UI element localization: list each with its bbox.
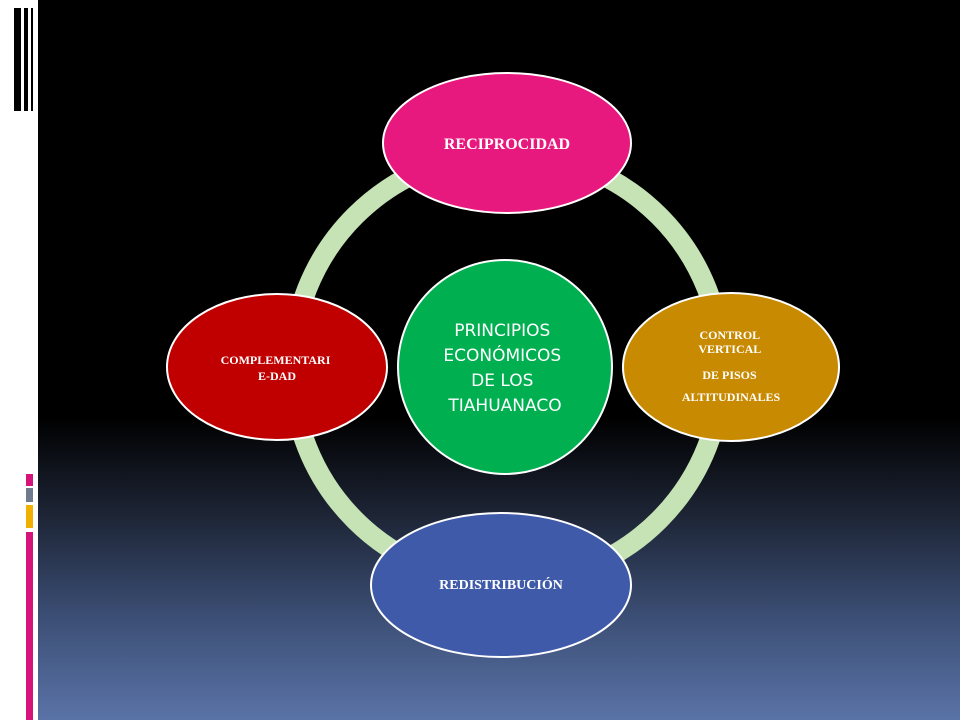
node-bottom-label-line-1: REDISTRIBUCIÓN [439, 576, 563, 593]
center-label-line-2: ECONÓMICOS [443, 344, 561, 366]
center-label: PRINCIPIOS ECONÓMICOS DE LOS TIAHUANACO [443, 321, 566, 416]
node-right-label-line-2: VERTICAL [698, 342, 761, 356]
center-label-line-4: TIAHUANACO [447, 396, 561, 416]
decorative-bar-yellow [26, 505, 33, 528]
node-right-label-line-4: ALTITUDINALES [682, 390, 781, 404]
node-right-label: CONTROL VERTICAL DE PISOS ALTITUDINALES [682, 328, 781, 404]
decorative-bar-2 [24, 8, 28, 111]
node-top-label-line-1: RECIPROCIDAD [444, 136, 570, 153]
node-left-label: COMPLEMENTARI E-DAD [221, 353, 334, 383]
center-circle [397, 259, 613, 475]
node-left-label-line-1: COMPLEMENTARI [221, 353, 331, 367]
decorative-bar-1 [14, 8, 21, 111]
decorative-bar-magenta [26, 474, 33, 486]
center-label-line-1: PRINCIPIOS [454, 321, 550, 341]
decorative-bar-gray [26, 488, 33, 502]
node-left [166, 293, 388, 441]
node-bottom-label: REDISTRIBUCIÓN [439, 576, 563, 593]
node-bottom [370, 512, 632, 658]
decorative-bar-3 [31, 8, 33, 111]
node-top-label: RECIPROCIDAD [444, 136, 570, 153]
node-left-label-line-2: E-DAD [258, 369, 296, 383]
node-top [382, 72, 632, 214]
node-right [622, 292, 840, 442]
node-right-label-line-1: CONTROL [699, 328, 760, 342]
center-label-line-3: DE LOS [471, 371, 533, 391]
node-right-label-line-3: DE PISOS [702, 368, 757, 382]
decorative-bar-magenta-long [26, 532, 33, 720]
